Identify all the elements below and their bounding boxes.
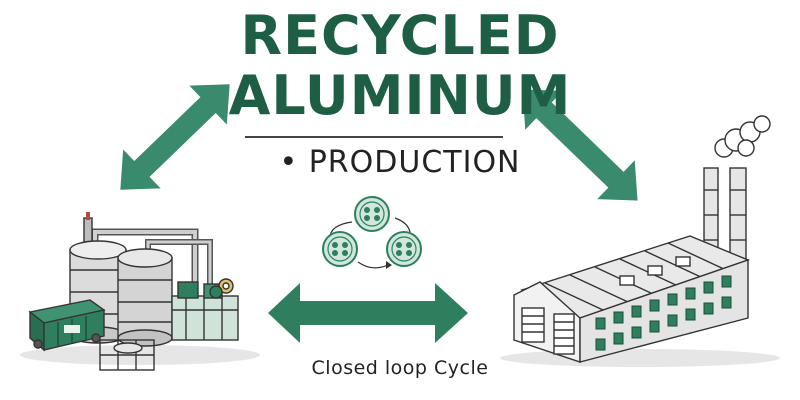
arrow-horizontal: [268, 283, 468, 343]
smelting-plant-icon: [20, 212, 260, 371]
factory-icon: [500, 115, 780, 367]
smoke-cloud-icon: [714, 115, 771, 158]
title-line-2: ALUMINUM: [228, 64, 572, 127]
subtitle: • PRODUCTION: [279, 145, 521, 180]
arrow-right-diagonal: [522, 89, 638, 201]
arrow-left-diagonal: [120, 84, 230, 190]
title-line-1: RECYCLED: [240, 4, 560, 67]
closed-loop-caption: Closed loop Cycle: [311, 357, 489, 379]
recycle-loop-icon: [322, 196, 422, 269]
title-divider: [245, 136, 503, 138]
